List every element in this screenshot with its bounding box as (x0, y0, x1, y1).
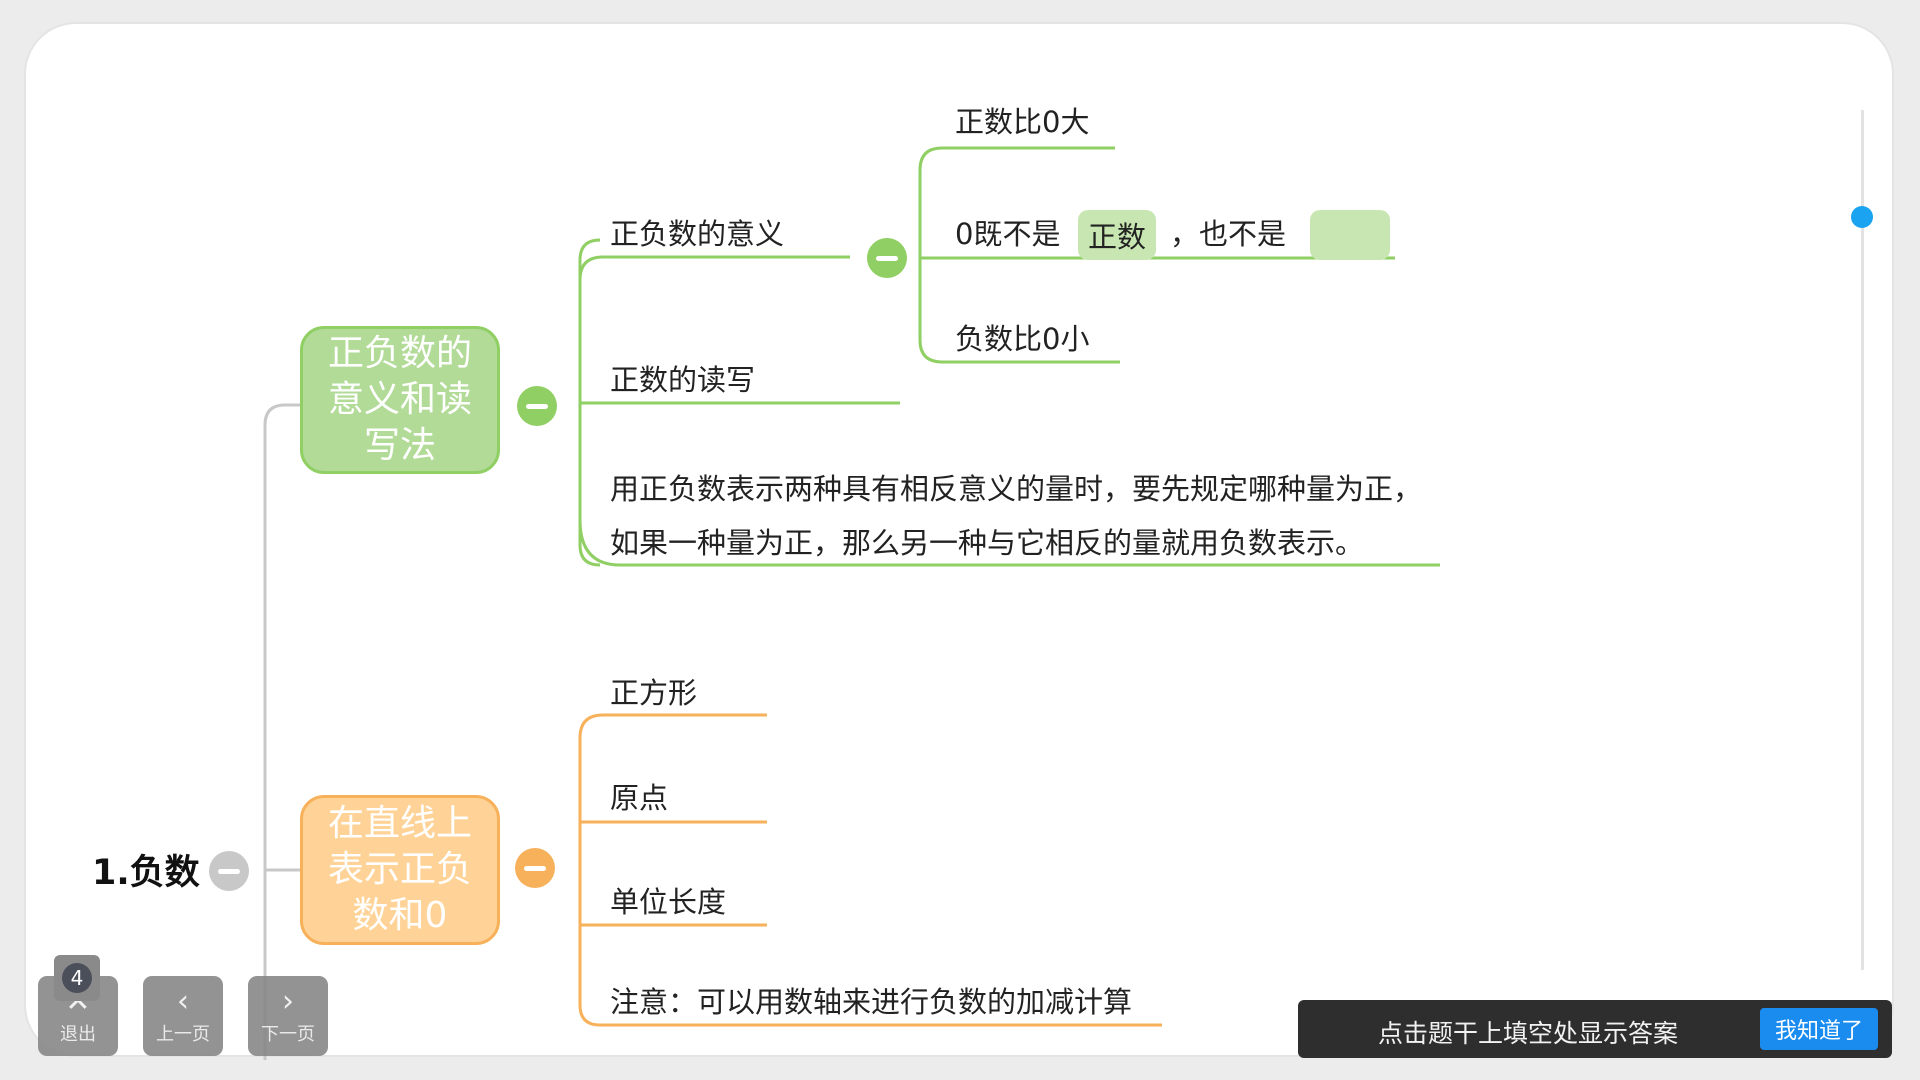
note-line-2[interactable]: 如果一种量为正，那么另一种与它相反的量就用负数表示。 (610, 526, 1365, 560)
branch1-collapse-icon[interactable] (517, 386, 557, 426)
meaning-bracket-connector (578, 255, 604, 281)
toast-message: 点击题干上填空处显示答案 (1378, 1019, 1679, 1048)
next-page-button[interactable]: › 下一页 (248, 976, 328, 1056)
note-line-1[interactable]: 用正负数表示两种具有相反意义的量时，要先规定哪种量为正， (610, 472, 1423, 506)
prev-label: 上一页 (156, 1024, 210, 1045)
root-label[interactable]: 1.负数 (92, 853, 200, 893)
blank-answer-1[interactable]: 正数 (1078, 210, 1156, 260)
branch2-child-4[interactable]: 注意：可以用数轴来进行负数的加减计算 (610, 985, 1133, 1019)
root-connector (263, 403, 302, 1060)
branch1-node[interactable]: 正负数的意义和读写法 (300, 326, 500, 474)
branch2-connector (578, 713, 1162, 1027)
vertical-scrollbar-track[interactable] (1861, 110, 1864, 970)
page-badge: 4 (54, 955, 100, 1001)
prev-page-button[interactable]: ‹ 上一页 (143, 976, 223, 1056)
scrollbar-handle[interactable] (1851, 206, 1873, 228)
page-number: 4 (62, 963, 92, 993)
hint-toast: 点击题干上填空处显示答案 我知道了 (1298, 1000, 1892, 1058)
note-underline (578, 519, 1440, 567)
meaning-child-1[interactable]: 正数比0大 (955, 105, 1090, 139)
meaning-label[interactable]: 正负数的意义 (610, 217, 785, 251)
meaning-child-3[interactable]: 负数比0小 (955, 322, 1090, 356)
branch2-node[interactable]: 在直线上表示正负数和0 (300, 795, 500, 945)
meaning-collapse-icon[interactable] (867, 238, 907, 278)
chevron-left-icon: ‹ (177, 984, 189, 1019)
branch2-child-3[interactable]: 单位长度 (610, 885, 727, 919)
confirm-button[interactable]: 我知道了 (1760, 1008, 1878, 1050)
meaning-child-2-middle: ，也不是 (1170, 217, 1287, 251)
chevron-right-icon: › (282, 984, 294, 1019)
meaning-child-2-prefix: 0既不是 (955, 217, 1061, 251)
root-collapse-icon[interactable] (209, 851, 249, 891)
branch2-collapse-icon[interactable] (515, 848, 555, 888)
branch1-connector (578, 238, 900, 567)
next-label: 下一页 (261, 1024, 315, 1045)
blank-answer-2[interactable] (1310, 210, 1390, 260)
exit-label: 退出 (60, 1024, 96, 1045)
reading-label[interactable]: 正数的读写 (610, 363, 756, 397)
branch2-child-1[interactable]: 正方形 (610, 676, 698, 710)
branch2-child-2[interactable]: 原点 (610, 781, 669, 815)
